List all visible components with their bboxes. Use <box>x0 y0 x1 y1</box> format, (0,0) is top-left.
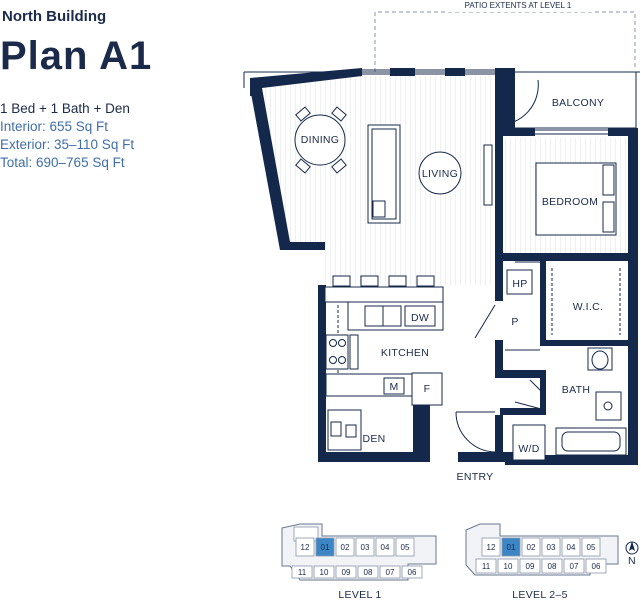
room-label-den: DEN <box>362 433 385 445</box>
stove <box>325 334 359 370</box>
kitchen-counter <box>325 373 415 397</box>
room-label-hp: HP <box>512 278 527 290</box>
exterior-walls <box>250 68 638 465</box>
room-label-dishwasher: DW <box>411 312 429 324</box>
keyplan-unit-level2-09 <box>519 558 541 574</box>
plan-specs: 1 Bed + 1 Bath + Den Interior: 655 Sq Ft… <box>0 100 134 172</box>
keyplan-unit-level2-02 <box>521 537 541 557</box>
keyplan-unit-level1-07 <box>379 565 401 579</box>
patio-label: PATIO EXTENTS AT LEVEL 1 <box>465 1 572 10</box>
room-label-entry: ENTRY <box>457 471 494 483</box>
keyplan-unit-level1-03 <box>355 537 375 557</box>
room-label-wd: W/D <box>518 443 539 455</box>
keyplan-level2: 12 01 02 03 04 05 11 10 09 08 07 06 LEVEL 2–5 <box>465 523 619 600</box>
keyplan-unit-label-level1-12: 12 <box>301 543 310 552</box>
keyplan-unit-label-level2-09: 09 <box>526 562 535 571</box>
room-label-pantry: P <box>511 316 518 328</box>
keyplan-unit-label-level1-11: 11 <box>298 568 307 577</box>
keyplan-unit-level1-01 <box>315 537 335 557</box>
den-desk <box>327 409 362 451</box>
keyplan-unit-label-level1-02: 02 <box>341 543 350 552</box>
kitchen-island <box>324 275 444 331</box>
sofa <box>367 124 401 224</box>
bath-fixtures <box>555 347 627 456</box>
keyplan-unit-level1-09 <box>335 565 357 579</box>
spec-exterior: Exterior: 35–110 Sq Ft <box>0 137 135 152</box>
keyplan-unit-level2-05 <box>581 537 601 557</box>
north-label: N <box>628 555 636 567</box>
keyplan-unit-label-level2-10: 10 <box>504 562 513 571</box>
room-label-microwave: M <box>389 381 398 393</box>
keyplan-unit-level1-04 <box>375 537 395 557</box>
building-name: North Building <box>2 8 107 25</box>
room-label-kitchen: KITCHEN <box>381 347 429 359</box>
washer-dryer <box>512 424 546 461</box>
keyplan-unit-label-level1-07: 07 <box>386 568 395 577</box>
keyplan-unit-label-level2-11: 11 <box>482 562 491 571</box>
spec-total: Total: 690–765 Sq Ft <box>0 155 125 170</box>
keyplan-unit-level2-12 <box>481 537 501 557</box>
dining-table: DINING <box>294 106 347 174</box>
microwave <box>383 377 405 395</box>
keyplan-unit-level1-12 <box>295 537 315 557</box>
keyplan-unit-level2-10 <box>497 558 519 574</box>
keyplan-unit-label-level2-05: 05 <box>587 543 596 552</box>
keyplan-unit-level1-05 <box>395 537 415 557</box>
room-label-fridge: F <box>424 383 431 395</box>
keyplan-unit-level2-01 <box>501 537 521 557</box>
keyplan-unit-level2-07 <box>563 558 585 574</box>
keyplan-unit-label-level1-06: 06 <box>408 568 417 577</box>
room-label-bedroom: BEDROOM <box>542 196 598 208</box>
doors <box>455 79 546 453</box>
keyplan-unit-level2-11 <box>475 558 497 574</box>
keyplan-unit-level1-02 <box>335 537 355 557</box>
hp-unit <box>506 269 533 295</box>
keyplan-unit-label-level2-02: 02 <box>527 543 536 552</box>
keyplan-level1: 12 01 02 03 04 05 11 10 09 08 07 06 LEVEL 1 <box>281 523 437 600</box>
keyplan-unit-label-level2-12: 12 <box>487 543 496 552</box>
keyplan-unit-level1-06 <box>401 565 423 579</box>
keyplan-unit-level2-03 <box>541 537 561 557</box>
bed <box>535 162 617 236</box>
keyplan-level2-label: LEVEL 2–5 <box>512 589 567 600</box>
tv-unit <box>483 144 493 206</box>
living-circle <box>418 151 462 195</box>
keyplan-unit-label-level2-07: 07 <box>570 562 579 571</box>
room-label-dining: DINING <box>301 134 340 146</box>
keyplan-unit-label-level2-08: 08 <box>548 562 557 571</box>
fridge <box>411 372 443 406</box>
keyplan-unit-label-level1-01: 01 <box>321 543 330 552</box>
keyplan-unit-level2-08 <box>541 558 563 574</box>
room-label-balcony: BALCONY <box>552 97 604 109</box>
keyplan-unit-level1-08 <box>357 565 379 579</box>
keyplan-unit-level2-06 <box>585 558 607 574</box>
keyplan-unit-label-level2-04: 04 <box>567 543 576 552</box>
keyplan-unit-label-level1-04: 04 <box>381 543 390 552</box>
windows <box>362 69 608 135</box>
keyplan-unit-level1-11 <box>291 565 313 579</box>
keyplan-unit-label-level1-03: 03 <box>361 543 370 552</box>
keyplan-unit-label-level1-05: 05 <box>401 543 410 552</box>
spec-beds: 1 Bed + 1 Bath + Den <box>0 101 130 116</box>
room-label-living: LIVING <box>422 168 458 180</box>
plan-title: Plan A1 <box>0 34 153 78</box>
north-arrow-icon: N <box>625 541 639 567</box>
keyplan-unit-level2-04 <box>561 537 581 557</box>
keyplan-unit-label-level1-08: 08 <box>364 568 373 577</box>
room-label-wic: W.I.C. <box>573 301 603 313</box>
keyplan-unit-label-level1-10: 10 <box>320 568 329 577</box>
keyplan-unit-label-level1-09: 09 <box>342 568 351 577</box>
keyplan-unit-label-level2-01: 01 <box>507 543 516 552</box>
keyplan-unit-label-level2-06: 06 <box>592 562 601 571</box>
keyplan-level1-label: LEVEL 1 <box>338 589 381 600</box>
keyplan-unit-level1-10 <box>313 565 335 579</box>
spec-interior: Interior: 655 Sq Ft <box>0 119 109 134</box>
room-label-bath: BATH <box>562 384 590 396</box>
keyplan-unit-label-level2-03: 03 <box>547 543 556 552</box>
patio-extents: PATIO EXTENTS AT LEVEL 1 <box>374 0 636 72</box>
